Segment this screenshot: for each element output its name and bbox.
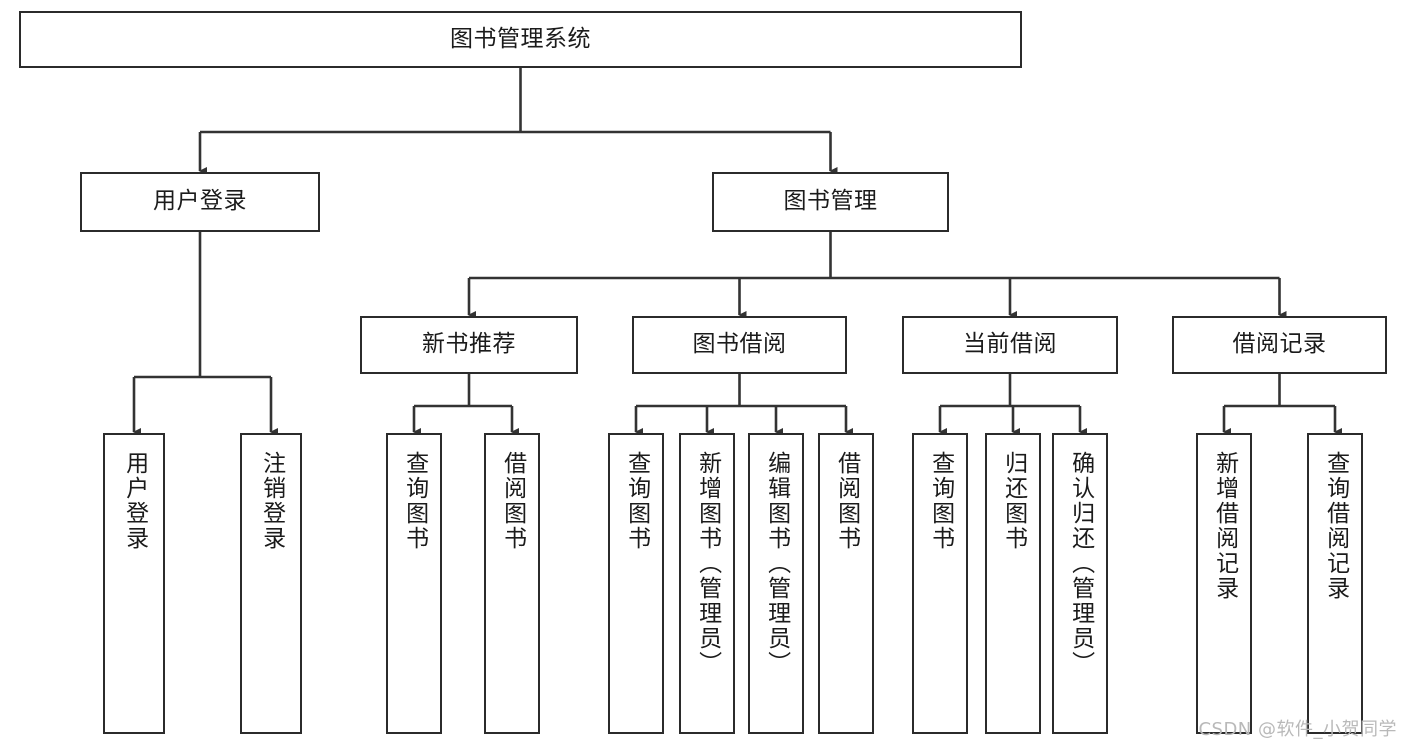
node-leaf-return-book[interactable]: 归还图书 — [985, 433, 1041, 734]
node-borrow-record[interactable]: 借阅记录 — [1172, 316, 1387, 374]
node-label-leaf-add-book: 新增图书（管理员） — [694, 451, 721, 676]
node-leaf-add-book[interactable]: 新增图书（管理员） — [679, 433, 735, 734]
node-label-leaf-borrow-book: 借阅图书 — [833, 451, 860, 551]
node-root[interactable]: 图书管理系统 — [19, 11, 1022, 68]
node-label-current-borrow: 当前借阅 — [963, 331, 1057, 358]
node-leaf-query-book-borrow[interactable]: 查询图书 — [608, 433, 664, 734]
node-label-user-login: 用户登录 — [153, 188, 247, 215]
node-label-leaf-return-book: 归还图书 — [1000, 451, 1027, 551]
node-leaf-borrow-book-recommend[interactable]: 借阅图书 — [484, 433, 540, 734]
node-label-leaf-user-login: 用户登录 — [121, 451, 148, 551]
connector-paths — [132, 68, 1343, 436]
node-leaf-borrow-book[interactable]: 借阅图书 — [818, 433, 874, 734]
node-book-management[interactable]: 图书管理 — [712, 172, 949, 232]
node-leaf-query-borrow-record[interactable]: 查询借阅记录 — [1307, 433, 1363, 734]
watermark-label: CSDN @软件_小贺同学 — [1198, 719, 1397, 740]
node-label-leaf-confirm-return: 确认归还（管理员） — [1067, 451, 1094, 676]
node-leaf-edit-book[interactable]: 编辑图书（管理员） — [748, 433, 804, 734]
node-leaf-query-book-recommend[interactable]: 查询图书 — [386, 433, 442, 734]
node-label-leaf-user-logout: 注销登录 — [258, 451, 285, 551]
node-leaf-add-borrow-record[interactable]: 新增借阅记录 — [1196, 433, 1252, 734]
node-label-leaf-query-book-current: 查询图书 — [927, 451, 954, 551]
node-label-leaf-edit-book: 编辑图书（管理员） — [763, 451, 790, 676]
node-label-leaf-query-book-recommend: 查询图书 — [401, 451, 428, 551]
node-user-login[interactable]: 用户登录 — [80, 172, 320, 232]
node-new-book-recommend[interactable]: 新书推荐 — [360, 316, 578, 374]
node-book-borrow[interactable]: 图书借阅 — [632, 316, 847, 374]
node-leaf-query-book-current[interactable]: 查询图书 — [912, 433, 968, 734]
node-label-book-borrow: 图书借阅 — [692, 331, 787, 358]
node-leaf-confirm-return[interactable]: 确认归还（管理员） — [1052, 433, 1108, 734]
node-label-root: 图书管理系统 — [450, 25, 591, 52]
node-current-borrow[interactable]: 当前借阅 — [902, 316, 1118, 374]
node-label-new-book-recommend: 新书推荐 — [422, 331, 516, 358]
node-leaf-user-login[interactable]: 用户登录 — [103, 433, 165, 734]
node-label-leaf-borrow-book-recommend: 借阅图书 — [499, 451, 526, 551]
node-label-borrow-record: 借阅记录 — [1232, 331, 1327, 358]
node-label-leaf-query-book-borrow: 查询图书 — [623, 451, 650, 551]
node-leaf-user-logout[interactable]: 注销登录 — [240, 433, 302, 734]
node-label-leaf-add-borrow-record: 新增借阅记录 — [1211, 451, 1238, 601]
node-label-leaf-query-borrow-record: 查询借阅记录 — [1322, 451, 1349, 601]
node-label-book-management: 图书管理 — [783, 188, 878, 215]
